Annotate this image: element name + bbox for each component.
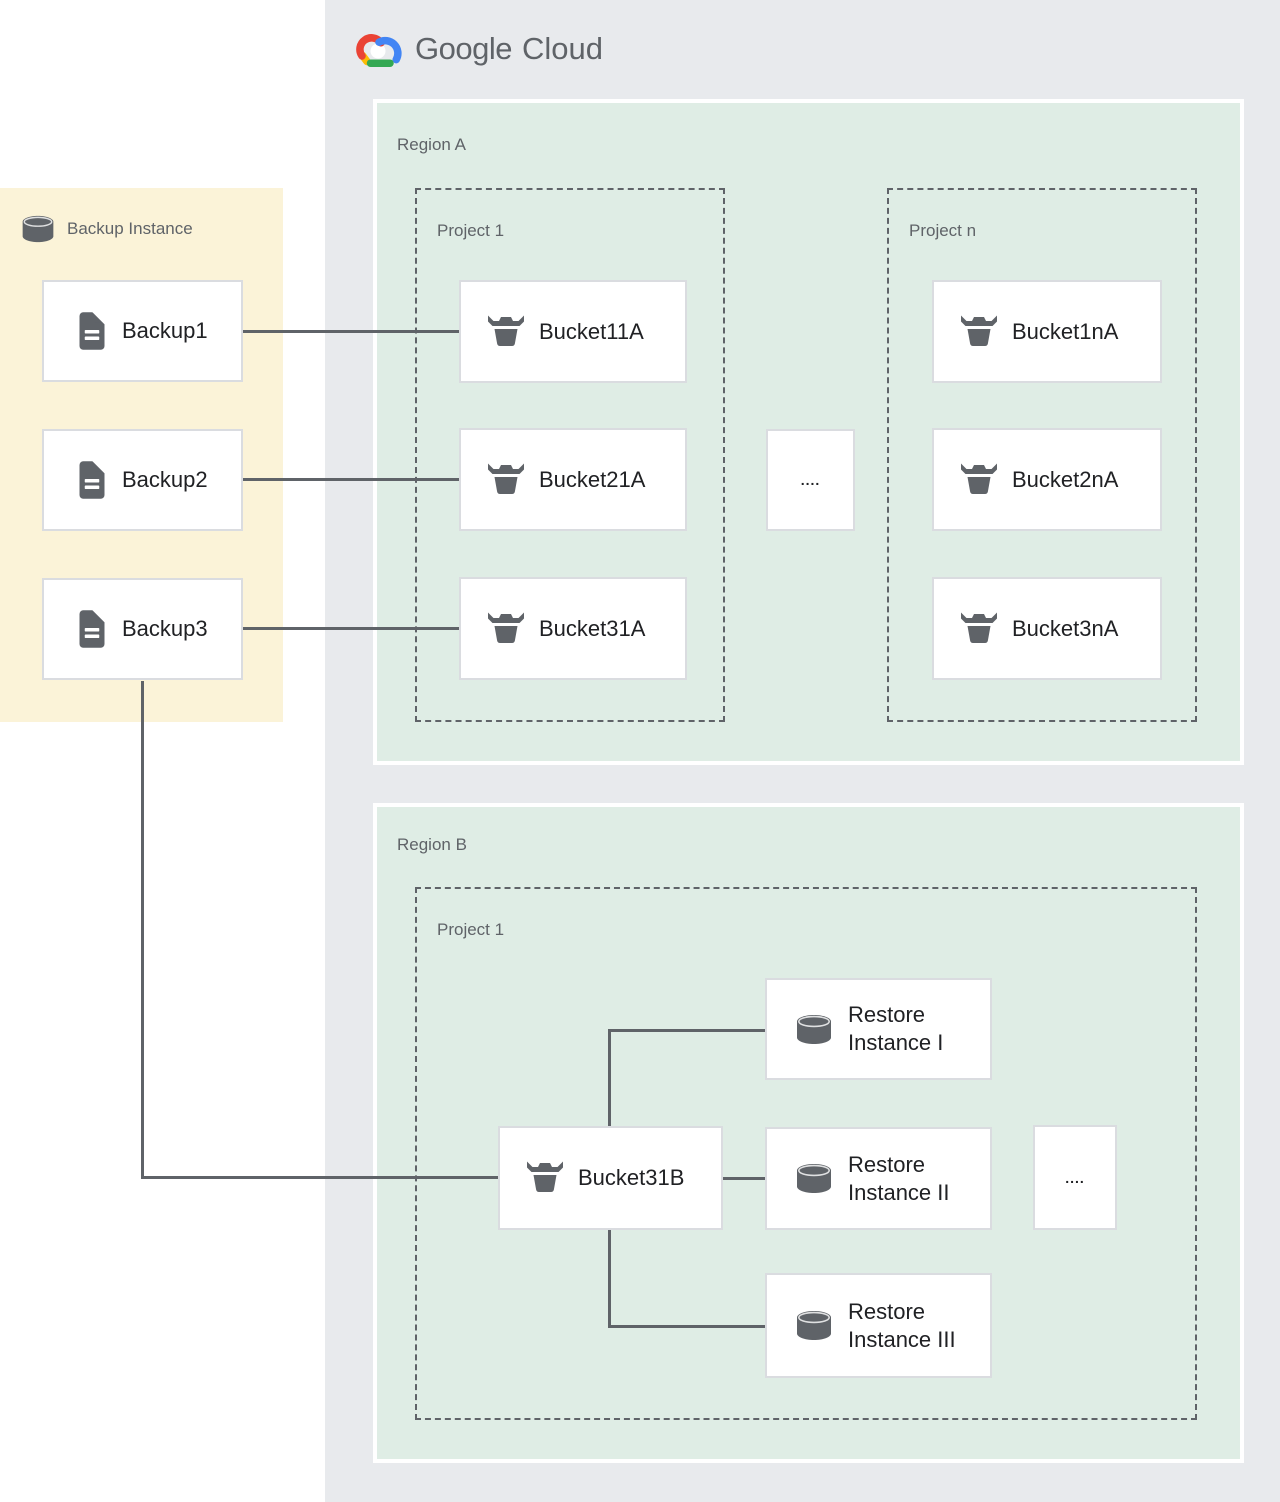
- region-b-ellipsis-box: ....: [1033, 1125, 1117, 1230]
- backup-instance-header: Backup Instance: [20, 215, 193, 243]
- connector-bucket31b-up: [608, 1030, 611, 1126]
- node-bucket1na: Bucket1nA: [932, 280, 1162, 383]
- document-icon: [78, 311, 107, 351]
- connector-backup3-vertical: [141, 681, 144, 1177]
- restore-3-line1: Restore: [848, 1298, 926, 1324]
- node-backup1-label: Backup1: [122, 318, 208, 343]
- bucket-icon: [488, 463, 524, 494]
- region-a-ellipsis-box: ....: [766, 429, 855, 531]
- node-bucket31b-label: Bucket31B: [578, 1165, 685, 1190]
- node-backup1: Backup1: [42, 280, 243, 382]
- database-icon: [796, 1013, 832, 1045]
- database-icon: [796, 1310, 832, 1341]
- logo-text-google: Google: [415, 31, 512, 66]
- restore-2-line1: Restore: [848, 1151, 926, 1177]
- connector-backup2-bucket21a: [243, 478, 459, 481]
- backup-instance-title: Backup Instance: [67, 219, 193, 238]
- region-a-project-n: [887, 188, 1197, 722]
- connector-bucket31b-restore1: [608, 1029, 766, 1032]
- node-backup2-label: Backup2: [122, 467, 208, 492]
- region-a-label: Region A: [397, 135, 466, 154]
- node-bucket11a-label: Bucket11A: [539, 318, 644, 344]
- node-backup2: Backup2: [42, 429, 243, 531]
- connector-backup3-bucket31a: [243, 627, 459, 630]
- document-icon: [78, 609, 107, 649]
- restore-2-line2: Instance II: [848, 1179, 950, 1205]
- node-backup3: Backup3: [42, 578, 243, 680]
- region-b-ellipsis: ....: [1065, 1169, 1085, 1186]
- connector-bucket31b-down: [608, 1230, 611, 1327]
- database-icon: [796, 1163, 832, 1194]
- connector-bucket31b-restore3: [608, 1325, 766, 1328]
- node-bucket31a: Bucket31A: [459, 577, 687, 680]
- node-bucket21a-label: Bucket21A: [539, 466, 646, 492]
- document-icon: [78, 460, 107, 500]
- node-bucket21a: Bucket21A: [459, 428, 687, 531]
- logo-text-cloud: Cloud: [521, 31, 603, 66]
- region-a-project-n-label: Project n: [909, 221, 977, 240]
- connector-bucket31b-restore2: [723, 1177, 765, 1180]
- node-backup3-label: Backup3: [122, 616, 208, 641]
- connector-backup3-bucket31b: [141, 1176, 500, 1179]
- restore-1-line1: Restore: [848, 1002, 926, 1027]
- region-a-project-1-label: Project 1: [437, 221, 505, 240]
- bucket-icon: [488, 315, 524, 346]
- bucket-icon: [961, 315, 997, 346]
- region-a-project-1: [415, 188, 725, 722]
- node-bucket2na: Bucket2nA: [932, 428, 1162, 531]
- restore-1-line2: Instance I: [848, 1030, 944, 1055]
- google-cloud-logo-icon: [356, 34, 402, 67]
- bucket-icon: [488, 612, 524, 643]
- region-b-project-1: [415, 887, 1197, 1420]
- bucket-icon: [961, 463, 997, 494]
- node-bucket1na-label: Bucket1nA: [1012, 318, 1119, 344]
- bucket-icon: [961, 612, 997, 643]
- google-cloud-logo: Google Cloud: [353, 26, 603, 72]
- region-a-ellipsis: ....: [800, 472, 821, 488]
- connector-backup1-bucket11a: [243, 330, 459, 333]
- bucket-icon: [527, 1161, 563, 1192]
- region-b-project-1-label: Project 1: [437, 920, 505, 939]
- node-bucket3na: Bucket3nA: [932, 577, 1162, 680]
- node-bucket2na-label: Bucket2nA: [1012, 466, 1119, 492]
- node-bucket31a-label: Bucket31A: [539, 615, 646, 641]
- restore-3-line2: Instance III: [848, 1326, 956, 1352]
- node-bucket3na-label: Bucket3nA: [1012, 615, 1119, 641]
- node-bucket31b: Bucket31B: [498, 1126, 723, 1230]
- node-bucket11a: Bucket11A: [459, 280, 687, 383]
- database-icon: [21, 215, 55, 243]
- region-b-label: Region B: [397, 835, 467, 854]
